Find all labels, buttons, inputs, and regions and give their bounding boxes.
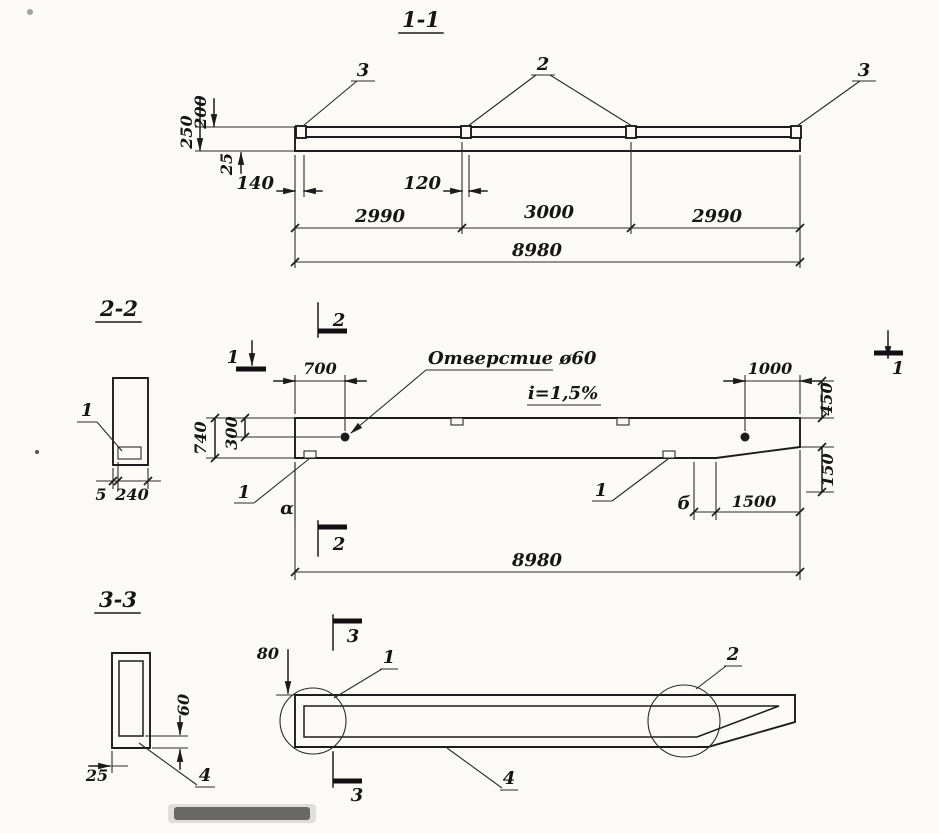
section-3-3-title: 3-3 <box>94 587 141 614</box>
callout-4-label: 4 <box>503 768 516 789</box>
ink-speck <box>35 450 39 454</box>
dim-450-label: 450 <box>817 382 836 415</box>
dim-80-label: 80 <box>256 644 279 663</box>
dim-240-label: 240 <box>114 485 148 504</box>
elevation-dimension-lines: 700 1000 740 300 450 150 α б 1500 <box>191 359 837 580</box>
cut-mark-2-top: 2 <box>317 302 347 338</box>
cut-2-top-label: 2 <box>332 310 346 331</box>
plan-callouts: 1 2 4 <box>333 644 742 791</box>
view-1-1: 1-1 3 2 3 200 250 25 <box>177 7 876 268</box>
dim-8980-bottom-label: 8980 <box>511 550 563 571</box>
view-1-1-callouts: 3 2 3 <box>302 54 876 127</box>
callout-1-left-label: 1 <box>238 482 251 503</box>
view-1-1-title-label: 1-1 <box>402 7 440 32</box>
ink-speck <box>27 9 33 15</box>
detail-circle-1 <box>279 687 347 755</box>
embed-plate-section <box>117 446 142 460</box>
dim-25-label: 25 <box>217 153 236 176</box>
section-3-3-dimension-lines: 60 25 <box>85 694 193 785</box>
dim-25-label: 25 <box>85 766 108 785</box>
dim-300-label: 300 <box>222 416 241 449</box>
section-3-3-callout: 4 <box>138 742 215 788</box>
callout-3-left-label: 3 <box>357 60 370 81</box>
callout-3-right-label: 3 <box>858 60 871 81</box>
dim-140-label: 140 <box>236 173 274 194</box>
plan-view: 3 80 1 2 4 3 <box>256 614 796 806</box>
cut-mark-3-bottom: 3 <box>332 751 364 806</box>
embed-plate-mark <box>790 125 802 139</box>
slope-note-label: i=1,5% <box>528 383 598 404</box>
cut-mark-2-bottom: 2 <box>317 520 347 557</box>
section-2-2: 2-2 1 5 240 <box>77 296 161 504</box>
plate-notch <box>616 417 630 426</box>
section-3-3: 3-3 60 25 4 <box>85 587 215 788</box>
embed-plate-mark <box>295 125 307 139</box>
dim-700-label: 700 <box>303 359 336 378</box>
hole-note-label: Отверстие ø60 <box>428 348 597 369</box>
section-2-2-title: 2-2 <box>95 296 142 323</box>
view-1-1-title: 1-1 <box>398 7 444 34</box>
cut-1-right-label: 1 <box>892 358 905 379</box>
callout-1-label: 1 <box>383 647 396 668</box>
dim-740-label: 740 <box>191 421 210 454</box>
dim-2990-right-label: 2990 <box>691 206 743 227</box>
dim-120-label: 120 <box>403 173 441 194</box>
dim-3000-label: 3000 <box>524 202 575 223</box>
elevation-linework <box>294 417 802 460</box>
section-2-2-linework <box>112 377 149 466</box>
dim-b-label: б <box>678 493 691 514</box>
callout-4-label: 4 <box>199 765 212 786</box>
dim-60-label: 60 <box>174 694 193 716</box>
section-3-3-title-label: 3-3 <box>99 587 137 612</box>
elevation-callouts: 1 1 <box>234 458 669 504</box>
hole-note: Отверстие ø60 <box>350 348 597 434</box>
callout-2-label: 2 <box>726 644 740 665</box>
beam-top-linework <box>294 125 802 152</box>
section-2-2-title-label: 2-2 <box>99 296 138 321</box>
dim-5-label: 5 <box>95 485 106 504</box>
dim-1500-label: 1500 <box>732 492 777 511</box>
plan-dimension-lines: 80 <box>256 644 296 696</box>
plate-notch <box>662 450 676 459</box>
plate-notch <box>450 417 464 426</box>
cut-1-left-label: 1 <box>227 347 240 368</box>
callout-1-label: 1 <box>81 400 94 421</box>
embed-plate-mark <box>460 125 472 139</box>
scan-artifact <box>27 9 316 823</box>
cut-mark-1-left: 1 <box>227 340 266 372</box>
view-1-1-dimension-lines: 200 250 25 140 120 2990 3000 2990 8980 <box>177 95 805 268</box>
hole-left <box>340 432 350 442</box>
callout-2-label: 2 <box>536 54 550 75</box>
dim-150-label: 150 <box>818 453 837 486</box>
plan-linework <box>279 684 796 758</box>
section-3-3-linework <box>111 652 151 749</box>
detail-circle-2 <box>647 684 721 758</box>
dim-250-label: 250 <box>177 115 196 149</box>
section-2-2-dimension-lines: 5 240 <box>95 462 161 504</box>
main-elevation: 2 1 1 2 Отверстие ø60 <box>191 302 905 580</box>
cut-mark-1-right: 1 <box>874 330 905 379</box>
dim-alpha-label: α <box>280 498 294 519</box>
cut-3-top-label: 3 <box>347 626 360 647</box>
dim-1000-label: 1000 <box>748 359 793 378</box>
cut-mark-3-top: 3 <box>332 614 362 651</box>
slope-note: i=1,5% <box>527 383 601 406</box>
plate-notch <box>303 450 317 459</box>
section-2-2-callout: 1 <box>77 400 123 452</box>
embed-plate-mark <box>625 125 637 139</box>
hole-right <box>740 432 750 442</box>
cut-2-bottom-label: 2 <box>332 534 346 555</box>
dim-2990-left-label: 2990 <box>354 206 406 227</box>
cut-3-bottom-label: 3 <box>351 785 364 806</box>
dim-200-label: 200 <box>191 95 210 129</box>
dim-8980-top-label: 8980 <box>511 240 563 261</box>
callout-1-right-label: 1 <box>595 480 608 501</box>
